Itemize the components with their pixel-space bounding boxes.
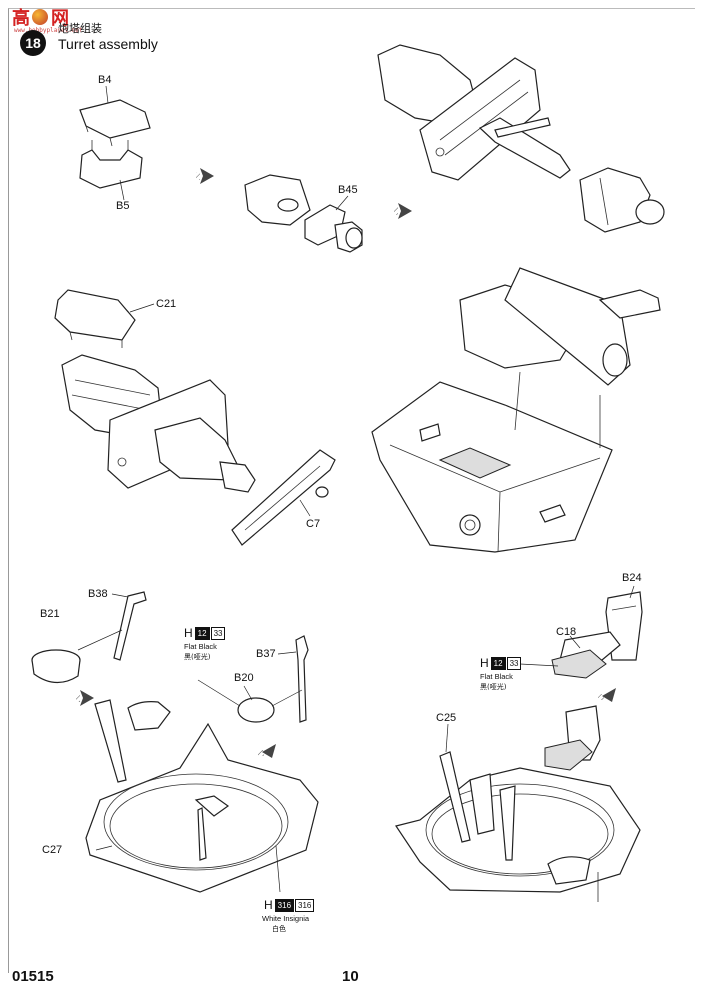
turret-floor-left-drawing	[85, 699, 319, 893]
paint-code-2: 33	[210, 626, 226, 640]
part-b37-drawing	[277, 635, 309, 723]
mantlet-assembly-top-right	[377, 44, 665, 233]
paint-name-right-black: Flat Black	[480, 672, 513, 681]
paint-name-left-black: Flat Black	[184, 642, 217, 651]
callout-b20: B20	[234, 672, 254, 684]
watermark-subtext: www.hobbyplanet.net	[14, 27, 83, 34]
watermark-ball-icon	[32, 9, 48, 25]
paint-code-1: 12	[490, 656, 506, 670]
arrow-2	[394, 203, 412, 219]
step-title-en: Turret assembly	[58, 36, 158, 52]
paint-code-1: 12	[194, 626, 210, 640]
part-b21-drawing	[31, 629, 123, 684]
kit-number: 01515	[12, 968, 54, 985]
paint-code-2: 316	[295, 898, 315, 912]
step-header: 高 网 www.hobbyplanet.net 18 炮塔组装 Turret a…	[10, 4, 310, 56]
arrow-4	[258, 744, 276, 758]
callout-b24: B24	[622, 572, 642, 584]
callout-c27: C27	[42, 844, 63, 856]
callout-c21: C21	[156, 298, 177, 310]
paint-name-cn-white: 白色	[272, 925, 286, 933]
turret-floor-right-drawing	[395, 705, 641, 902]
paint-letter: H	[480, 656, 489, 670]
watermark-char-2: 网	[51, 8, 69, 29]
callout-b37: B37	[256, 648, 276, 660]
paint-tag-white: H 316 316	[264, 898, 315, 912]
arrow-3	[76, 690, 94, 706]
paint-code-1: 316	[274, 898, 295, 912]
callout-b4: B4	[98, 74, 112, 86]
paint-name-white: White Insignia	[262, 914, 310, 923]
callout-c18: C18	[556, 626, 577, 638]
callout-b38: B38	[88, 588, 108, 600]
paint-tag-left-black: H 12 33	[184, 626, 226, 640]
paint-code-2: 33	[506, 656, 522, 670]
paint-name-cn-right-black: 黑(哑光)	[480, 683, 507, 691]
paint-tag-right-black: H 12 33	[480, 656, 522, 670]
part-c18-drawing	[519, 631, 621, 679]
step-number-badge: 18	[20, 30, 46, 56]
part-b20-drawing	[197, 679, 303, 723]
part-b45-drawing	[244, 174, 363, 253]
callout-b5: B5	[116, 200, 130, 212]
sheet-border	[8, 8, 695, 973]
paint-name-cn-left-black: 黑(哑光)	[184, 653, 211, 661]
callout-c7: C7	[306, 518, 321, 530]
paint-letter: H	[264, 898, 273, 912]
turret-assembly-middle-right	[371, 267, 661, 553]
watermark-char-1: 高	[12, 8, 30, 29]
watermark-logo: 高 网	[12, 6, 86, 29]
part-c21-drawing	[54, 289, 155, 348]
callout-b45: B45	[338, 184, 358, 196]
callout-b21: B21	[40, 608, 60, 620]
arrow-1	[196, 168, 214, 184]
arrow-5	[598, 688, 616, 702]
part-b4-b5-drawing	[79, 85, 151, 201]
callout-c25: C25	[436, 712, 457, 724]
paint-letter: H	[184, 626, 193, 640]
gun-assembly-middle-left	[61, 354, 336, 546]
page-number: 10	[342, 968, 359, 985]
part-b38-drawing	[111, 591, 147, 661]
step-title-cn: 炮塔组装	[58, 22, 102, 35]
